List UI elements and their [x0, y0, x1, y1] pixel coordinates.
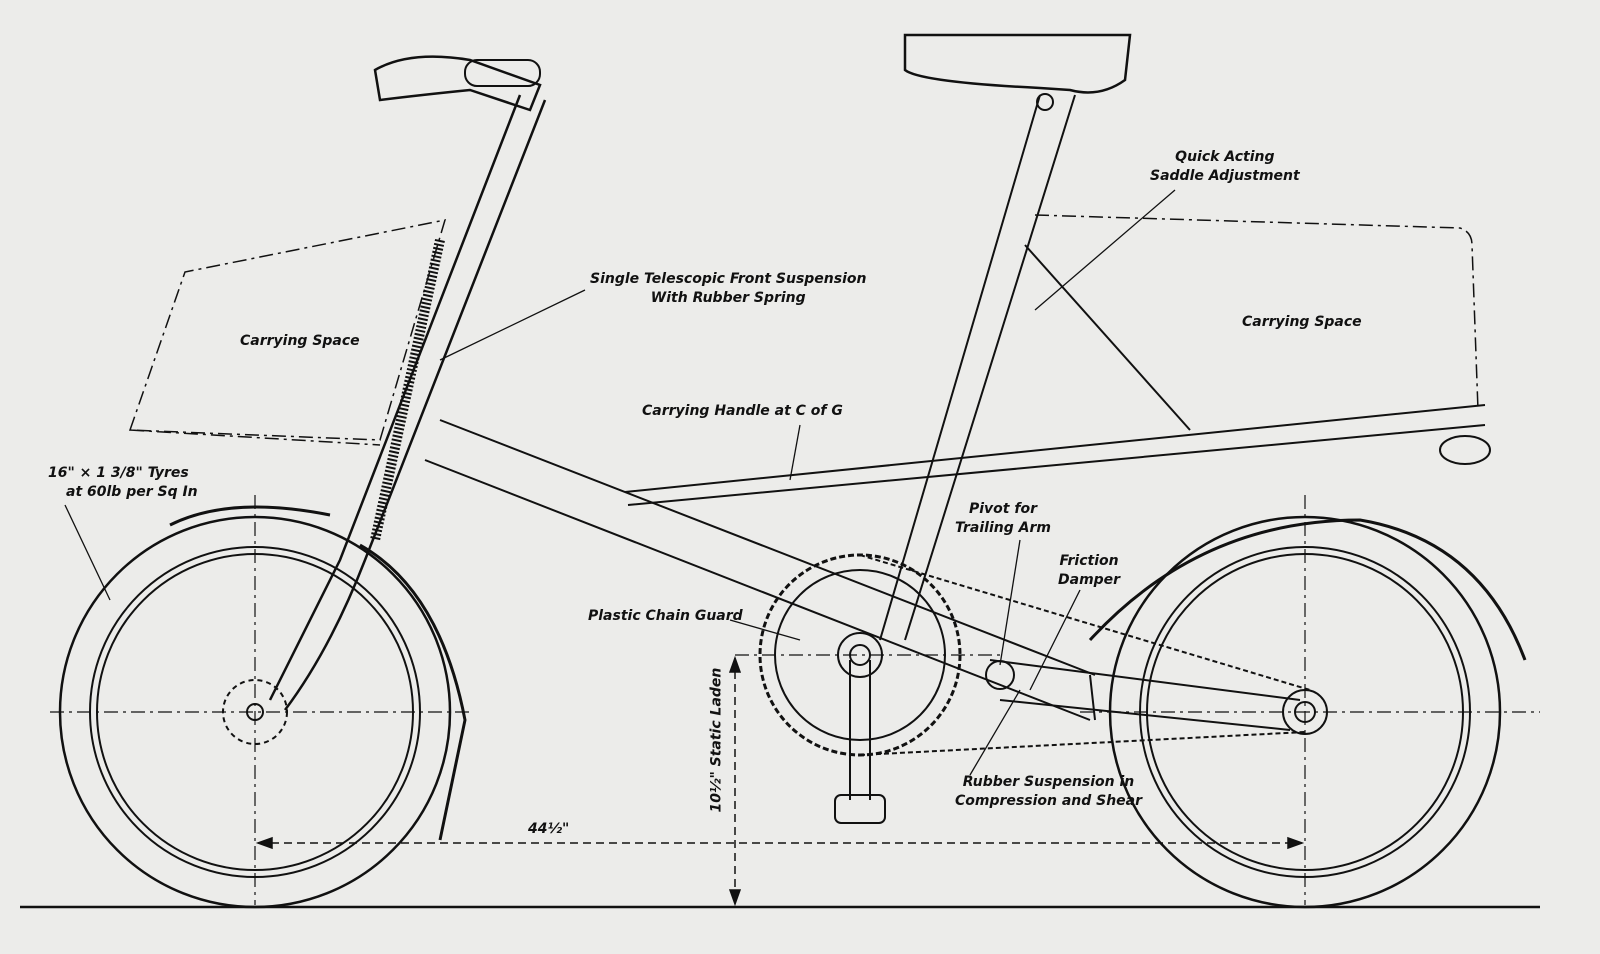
- center-lines: [50, 495, 1540, 905]
- label-chain-guard: Plastic Chain Guard: [588, 608, 743, 624]
- main-beam: [424, 419, 1096, 721]
- label-front-suspension: Single Telescopic Front Suspension With …: [590, 270, 866, 308]
- rear-carrier: [624, 404, 1486, 506]
- seat-tube: [879, 94, 1076, 641]
- steering-column: [268, 94, 547, 711]
- label-saddle-adjustment: Quick Acting Saddle Adjustment: [1150, 148, 1300, 186]
- label-line: Pivot for: [968, 501, 1037, 517]
- label-line: Quick Acting: [1175, 149, 1275, 165]
- label-line: Compression and Shear: [955, 793, 1143, 809]
- front-mudguard: [169, 505, 467, 841]
- rear-carrying-space: [1034, 214, 1479, 411]
- dimension-lines: [255, 655, 1305, 907]
- label-wheelbase: 44½": [528, 821, 570, 837]
- pedal: [834, 794, 886, 824]
- label-line: Rubber Suspension in: [962, 774, 1135, 790]
- front-carrying-space: [128, 219, 447, 446]
- label-carrying-handle: Carrying Handle at C of G: [642, 403, 843, 419]
- crank: [849, 660, 871, 800]
- label-line: at 60lb per Sq In: [66, 484, 198, 500]
- leader-lines: [64, 189, 1176, 776]
- saddle-strut: [1024, 244, 1191, 431]
- label-line: Damper: [1058, 572, 1121, 588]
- handlebar: [373, 55, 542, 112]
- label-carrying-space-front: Carrying Space: [240, 333, 360, 349]
- label-carrying-space-rear: Carrying Space: [1242, 314, 1362, 330]
- label-pivot: Pivot for Trailing Arm: [955, 500, 1051, 538]
- label-line: With Rubber Spring: [650, 290, 806, 306]
- label-friction-damper: Friction Damper: [1058, 552, 1120, 590]
- suspension-spring: [370, 238, 445, 542]
- label-line: Single Telescopic Front Suspension: [590, 271, 867, 287]
- saddle: [903, 33, 1132, 94]
- label-tyres: 16" × 1 3/8" Tyres at 60lb per Sq In: [48, 464, 198, 502]
- rear-mudguard: [1088, 518, 1527, 661]
- label-rubber-suspension: Rubber Suspension in Compression and She…: [955, 773, 1142, 811]
- label-static-laden-height: 10½" Static Laden: [708, 667, 725, 813]
- label-line: Saddle Adjustment: [1150, 168, 1300, 184]
- label-line: Trailing Arm: [955, 520, 1051, 536]
- chain: [859, 554, 1311, 756]
- label-line: Friction: [1059, 553, 1119, 569]
- label-line: 16" × 1 3/8" Tyres: [48, 465, 189, 481]
